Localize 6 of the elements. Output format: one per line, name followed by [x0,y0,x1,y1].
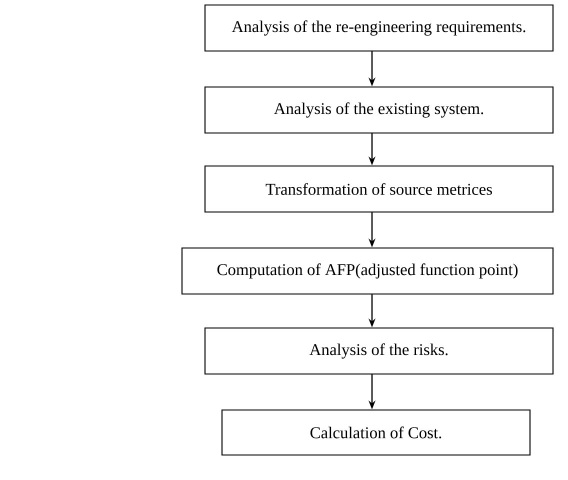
process-box: Calculation of Cost. [221,409,531,456]
process-box: Computation of AFP(adjusted function point) [181,247,554,295]
process-box: Transformation of source metrices [204,165,554,213]
process-box: Analysis of the re-engineering requirements. [204,4,554,52]
process-box: Analysis of the risks. [204,327,554,375]
process-box: Analysis of the existing system. [204,86,554,134]
